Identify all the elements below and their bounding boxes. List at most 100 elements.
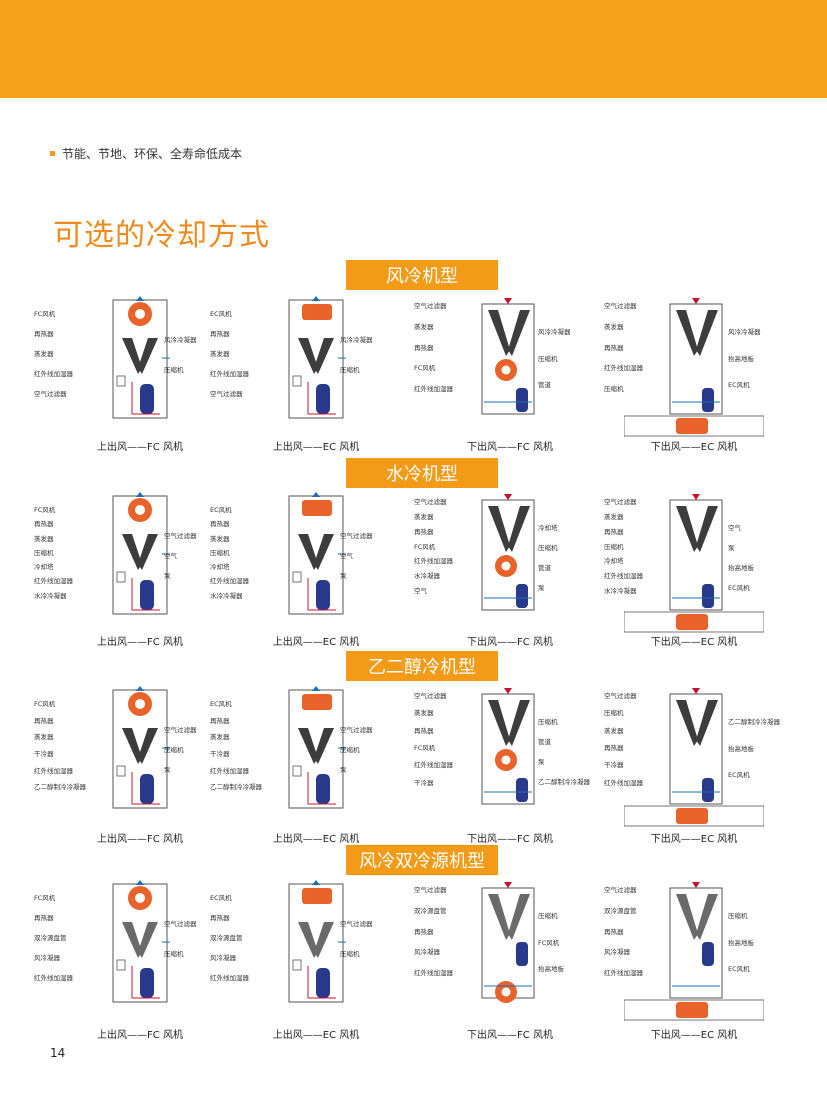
component-label: 泵: [538, 758, 545, 766]
component-label: 空气: [728, 524, 741, 532]
ec-fan-icon: [676, 614, 708, 630]
component-label: 压缩机: [340, 950, 360, 958]
ec-fan-icon: [676, 1002, 708, 1018]
component-label: 风冷冷凝器: [164, 336, 197, 344]
component-label: 空气过滤器: [340, 920, 373, 928]
component-label: EC风机: [728, 771, 750, 780]
component-label: 抬高地板: [728, 564, 754, 572]
component-label: 双冷源盘管: [34, 934, 67, 942]
raised-floor: [624, 611, 764, 633]
component-label: EC风机: [210, 700, 232, 708]
component-label: 压缩机: [538, 718, 558, 726]
airflow-up-arrow: [312, 492, 320, 497]
humidifier-block: [292, 959, 302, 971]
feature-bullet: 节能、节地、环保、全寿命低成本: [50, 145, 242, 162]
component-label: EC风机: [210, 894, 232, 902]
section-dual-source: 风冷双冷源机型: [346, 845, 498, 875]
airflow-down-arrow: [504, 494, 512, 500]
component-label: 空气过滤器: [414, 498, 447, 506]
airflow-up-arrow: [136, 296, 144, 301]
component-label: 蒸发器: [414, 322, 434, 331]
component-label: 干冷器: [210, 750, 230, 758]
component-label: 蒸发器: [604, 322, 624, 331]
humidifier-block: [292, 765, 302, 777]
component-label: FC风机: [34, 894, 56, 902]
diagram-caption: 下出风——FC 风机: [467, 637, 553, 648]
ec-fan-icon: [676, 808, 708, 824]
evaporator-coil: [488, 310, 510, 356]
component-label: 压缩机: [164, 366, 184, 374]
diagram-caption: 下出风——FC 风机: [467, 1030, 553, 1041]
page-title: 可选的冷却方式: [53, 218, 270, 253]
component-label: 抬高地板: [538, 965, 564, 974]
component-label: 干冷器: [414, 778, 434, 787]
humidifier-block: [116, 375, 126, 387]
component-label: 红外线加湿器: [210, 974, 249, 982]
diagram-caption: 下出风——EC 风机: [650, 637, 738, 648]
component-label: 再热器: [604, 527, 624, 536]
component-label: 压缩机: [538, 354, 558, 363]
component-label: 乙二醇制冷冷凝器: [34, 783, 86, 792]
diagram-r3-c0: [112, 880, 172, 1005]
component-label: 水冷冷凝器: [604, 587, 637, 596]
component-label: 抬高地板: [728, 354, 754, 363]
component-label: 蒸发器: [414, 709, 434, 718]
component-label: 红外线加湿器: [414, 969, 453, 978]
component-label: 冷却塔: [538, 524, 558, 532]
airflow-down-arrow: [692, 688, 700, 694]
evaporator-coil: [676, 700, 698, 746]
component-label: 空气过滤器: [164, 920, 197, 928]
component-label: 空气: [414, 587, 427, 596]
evaporator-coil: [488, 506, 510, 552]
unit-cabinet: [669, 499, 723, 611]
diagram-r1-c2: [480, 494, 550, 636]
airflow-down-arrow: [504, 882, 512, 888]
diagram-caption: 上出风——FC 风机: [97, 442, 183, 453]
evaporator-coil: [676, 506, 698, 552]
component-label: FC风机: [34, 506, 56, 514]
component-label: 红外线加湿器: [604, 969, 643, 978]
component-label: 红外线加湿器: [414, 557, 453, 566]
evaporator-coil: [122, 728, 142, 764]
diagram-caption: 下出风——FC 风机: [467, 834, 553, 845]
ec-fan-icon: [302, 694, 332, 710]
component-label: 再热器: [210, 716, 230, 725]
component-label: 空气: [340, 552, 353, 560]
component-label: 再热器: [604, 343, 624, 352]
component-label: 空气过滤器: [340, 532, 373, 540]
component-label: EC风机: [210, 310, 232, 318]
component-label: 抬高地板: [728, 938, 754, 947]
component-label: FC风机: [414, 744, 436, 752]
component-label: 泵: [340, 572, 347, 580]
airflow-up-arrow: [136, 686, 144, 691]
diagram-caption: 下出风——FC 风机: [467, 442, 553, 453]
compressor-icon: [140, 384, 154, 414]
diagram-caption: 下出风——EC 风机: [650, 834, 738, 845]
evaporator-coil: [122, 922, 142, 958]
component-label: 空气过滤器: [604, 498, 637, 506]
diagram-caption: 上出风——FC 风机: [97, 637, 183, 648]
section-air-cooled: 风冷机型: [346, 260, 498, 290]
airflow-down-arrow: [692, 494, 700, 500]
component-label: 风冷冷凝器: [340, 336, 373, 344]
diagram-caption: 上出风——EC 风机: [272, 834, 360, 845]
component-label: 风冷冷凝器: [728, 328, 761, 336]
section-glycol-cooled: 乙二醇冷机型: [346, 651, 498, 681]
compressor-icon: [316, 580, 330, 610]
component-label: 冷却塔: [34, 563, 54, 572]
compressor-icon: [140, 968, 154, 998]
component-label: 双冷源盘管: [414, 906, 447, 915]
component-label: 红外线加湿器: [210, 766, 249, 775]
component-label: 泵: [538, 584, 545, 592]
component-label: 压缩机: [210, 548, 230, 557]
component-label: EC风机: [728, 965, 750, 974]
airflow-down-arrow: [692, 882, 700, 888]
component-label: 蒸发器: [210, 534, 230, 543]
component-label: 压缩机: [340, 746, 360, 754]
diagram-r0-c0: [112, 296, 172, 421]
component-label: 风冷凝器: [34, 954, 60, 962]
component-label: 蒸发器: [604, 726, 624, 735]
diagram-r1-c0: [112, 492, 172, 617]
component-label: 空气过滤器: [34, 390, 67, 398]
component-label: 再热器: [34, 330, 54, 338]
